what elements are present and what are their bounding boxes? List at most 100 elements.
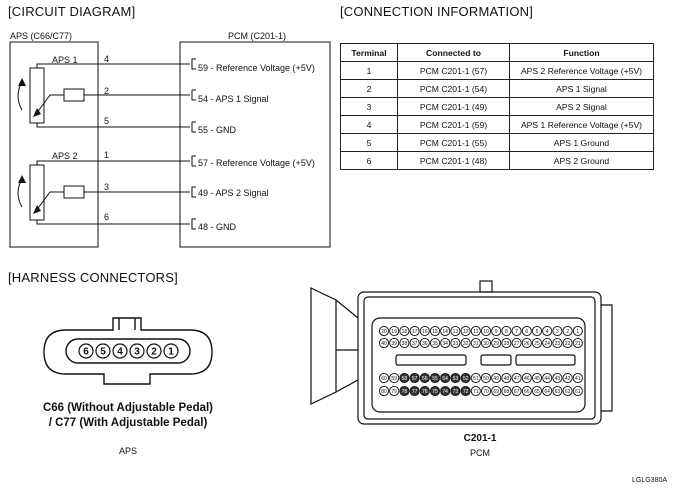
pcm-connector-pin [378, 372, 390, 384]
pcm-connector-pin [531, 385, 543, 397]
pcm-box-title: PCM (C201-1) [228, 31, 287, 41]
pcm-terminal-label: 49 - APS 2 Signal [198, 188, 269, 198]
pcm-connector-pin-label: 63 [555, 389, 561, 395]
pcm-connector-pin-label: 2 [566, 329, 569, 335]
pcm-terminal-label: 55 - GND [198, 125, 237, 135]
sensor1-arrow-arc [17, 81, 23, 111]
pcm-connector-pin-label: 39 [391, 341, 397, 347]
pcm-connector-pin-label: 47 [514, 376, 520, 382]
sensor2-wiper-block [63, 185, 85, 199]
pcm-connector-pin [429, 337, 441, 349]
pcm-connector-pin-label: 30 [483, 341, 489, 347]
pcm-connector-pin-label: 31 [473, 341, 479, 347]
pcm-connector-pin [399, 325, 410, 337]
cell-function: APS 1 Ground [509, 133, 654, 152]
pcm-connector-pin [409, 337, 420, 349]
sensor2-gnd-line [36, 220, 98, 225]
pcm-connector-pin [501, 325, 512, 337]
pcm-connector-pin-label: 79 [391, 389, 397, 395]
cell-terminal: 5 [340, 133, 398, 152]
pcm-connector-pin-label: 10 [483, 329, 489, 335]
pcm-connector-pin-label: 44 [544, 376, 550, 382]
pcm-connector-pin-label: 56 [422, 376, 428, 382]
pcm-connector [310, 280, 613, 425]
cell-function: APS 1 Reference Voltage (+5V) [509, 115, 654, 134]
pcm-connector-pin [521, 385, 532, 397]
pcm-connector-pin [440, 337, 451, 349]
pcm-connector-pin [491, 325, 502, 337]
pcm-connector-pin-label: 62 [565, 389, 571, 395]
pcm-connector-pin [542, 337, 553, 349]
pcm-bracket [191, 155, 196, 167]
pcm-connector-pin [389, 325, 400, 337]
table-header-row: Terminal Connected to Function [340, 43, 654, 62]
aps-connector-pin-label: 6 [83, 347, 89, 358]
sensor2-arrow-arc [17, 178, 23, 208]
pcm-connector-pin [440, 385, 451, 397]
pcm-connector-pin-label: 19 [391, 329, 397, 335]
pcm-connector-pin-label: 7 [515, 329, 518, 335]
pcm-connector-pin-label: 28 [504, 341, 510, 347]
pcm-connector-pin [480, 325, 492, 337]
cell-connected-to: PCM C201-1 (48) [397, 151, 510, 170]
table-row: 3 PCM C201-1 (49) APS 2 Signal [340, 97, 654, 116]
pcm-bracket [191, 218, 196, 230]
pcm-connector-pin-label: 64 [544, 389, 550, 395]
pcm-connector-pin-label: 25 [534, 341, 540, 347]
aps-connector-label: APS [118, 446, 137, 456]
pcm-connector-pin-label: 43 [555, 376, 561, 382]
cell-connected-to: PCM C201-1 (59) [397, 115, 510, 134]
pcm-connector-pin-label: 76 [422, 389, 428, 395]
aps-pin-number: 3 [104, 182, 110, 192]
pcm-connector-pin [491, 372, 502, 384]
pcm-connector-pin [562, 372, 573, 384]
pcm-connector-pin [399, 337, 410, 349]
aps-connector-pin [112, 343, 128, 359]
aps-box [9, 41, 99, 248]
pcm-connector-pin [450, 325, 461, 337]
pcm-connector-pin [389, 372, 400, 384]
pcm-terminal-label: 54 - APS 1 Signal [198, 94, 269, 104]
pcm-connector-pin-label: 5 [536, 329, 539, 335]
pcm-connector-pin [562, 385, 573, 397]
table-row: 1 PCM C201-1 (57) APS 2 Reference Voltag… [340, 61, 654, 80]
pcm-connector-pin-label: 20 [381, 329, 387, 335]
pcm-connector-pin [429, 325, 441, 337]
pcm-connector-pin-label: 13 [453, 329, 459, 335]
cell-connected-to: PCM C201-1 (57) [397, 61, 510, 80]
pcm-connector-pin [501, 337, 512, 349]
pcm-connector-pin [470, 385, 481, 397]
pcm-connector-pin-label: 68 [504, 389, 510, 395]
pcm-connector-pin-label: 35 [432, 341, 438, 347]
aps-pin-number: 1 [104, 150, 110, 160]
sensor1-wiper-block [63, 88, 85, 102]
pcm-connector-pin [399, 372, 410, 384]
pcm-connector-pin [521, 372, 532, 384]
pcm-connector-pin-label: 27 [514, 341, 520, 347]
pcm-connector-pin-label: 71 [473, 389, 479, 395]
pcm-connector-pin [552, 372, 563, 384]
pcm-connector-pin [440, 325, 451, 337]
sensor1-gnd-line [36, 123, 98, 128]
pcm-connector-pin [378, 385, 390, 397]
sensor1-arrow-head [18, 78, 26, 86]
pcm-connector-pin [409, 325, 420, 337]
pcm-connector-pin [501, 372, 512, 384]
pcm-connector-label: PCM [470, 448, 490, 458]
connection-info-title: [CONNECTION INFORMATION] [340, 4, 534, 19]
pcm-connector-pin [572, 385, 583, 397]
pcm-connector-pin-label: 46 [524, 376, 530, 382]
pcm-connector-pin-label: 65 [534, 389, 540, 395]
aps-connector-pin-label: 1 [168, 347, 174, 358]
pcm-connector-pin [531, 337, 543, 349]
cell-function: APS 2 Ground [509, 151, 654, 170]
pcm-connector-pin [429, 372, 441, 384]
pcm-connector-pin-label: 38 [402, 341, 408, 347]
table-row: 2 PCM C201-1 (54) APS 1 Signal [340, 79, 654, 98]
pcm-connector-pin-label: 45 [534, 376, 540, 382]
aps-connector-caption-1: C66 (Without Adjustable Pedal) [42, 402, 214, 414]
pcm-connector-pin [511, 337, 522, 349]
pcm-connector-pin [511, 385, 522, 397]
pcm-connector-pin [480, 372, 492, 384]
aps-connector-pin-label: 4 [117, 347, 123, 358]
